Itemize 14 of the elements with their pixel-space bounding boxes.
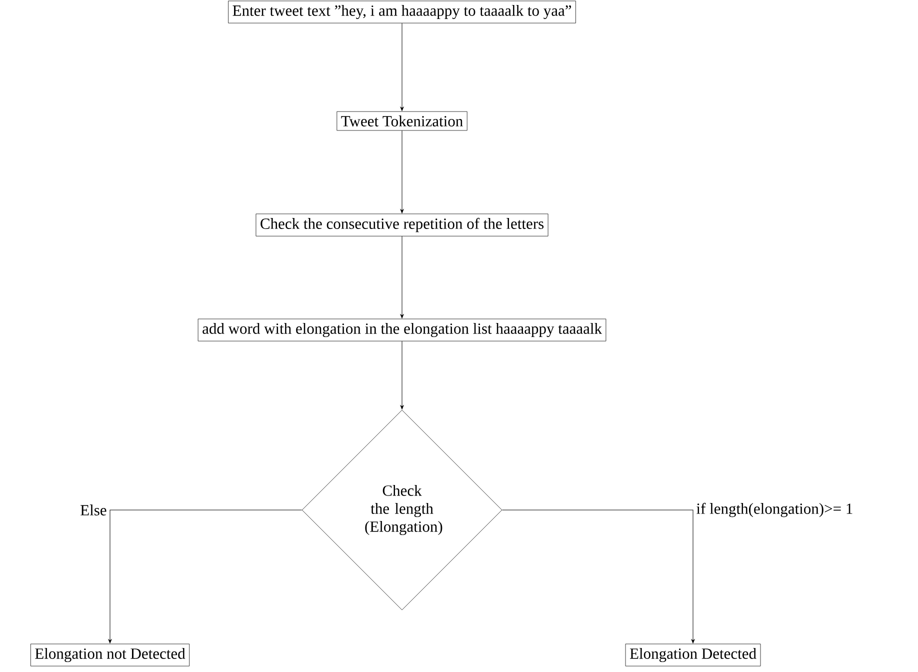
edge-label: Else: [80, 504, 106, 516]
arrow: [400, 130, 404, 214]
process-box: Elongation not Detected: [30, 644, 190, 666]
arrow: [502, 510, 695, 644]
arrow: [400, 341, 404, 410]
edge-label: if length(elongation)>= 1: [696, 502, 852, 518]
process-box: Tweet Tokenization: [336, 111, 468, 131]
process-box: Elongation Detected: [625, 644, 761, 666]
process-box: add word with elongation in the elongation list haaaappy taaaalk: [198, 318, 606, 342]
arrow: [400, 23, 404, 111]
arrow: [400, 236, 404, 318]
process-box: Check the consecutive repetition of the letters: [256, 214, 548, 236]
arrow: [108, 510, 302, 644]
process-box: Enter tweet text ”hey, i am haaaappy to taaaalk to yaa”: [228, 0, 576, 24]
